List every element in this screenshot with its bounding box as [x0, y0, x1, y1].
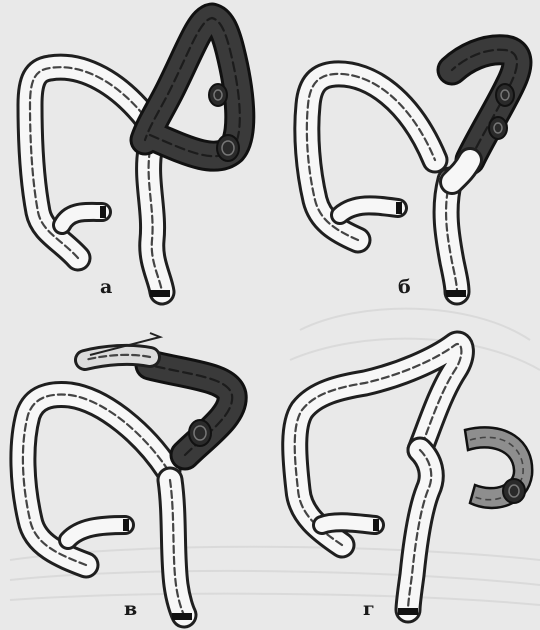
panel-c-normal-colon: [23, 395, 192, 620]
panel-b-diagram: [270, 0, 540, 315]
panel-d-label: г: [363, 598, 375, 620]
panel-b-twisted-sigmoid: [452, 50, 517, 182]
panel-d-diagram: [270, 315, 540, 630]
panel-b-label: б: [398, 276, 411, 298]
panel-a-diagram: [0, 0, 270, 315]
panel-a-twisted-sigmoid: [145, 18, 240, 161]
panel-c-label: в: [124, 598, 137, 620]
panel-c-diagram: [0, 315, 270, 630]
panel-d-twisted-sigmoid: [465, 427, 532, 508]
panel-a-label: а: [100, 276, 112, 298]
panel-d-normal-colon: [295, 344, 462, 615]
